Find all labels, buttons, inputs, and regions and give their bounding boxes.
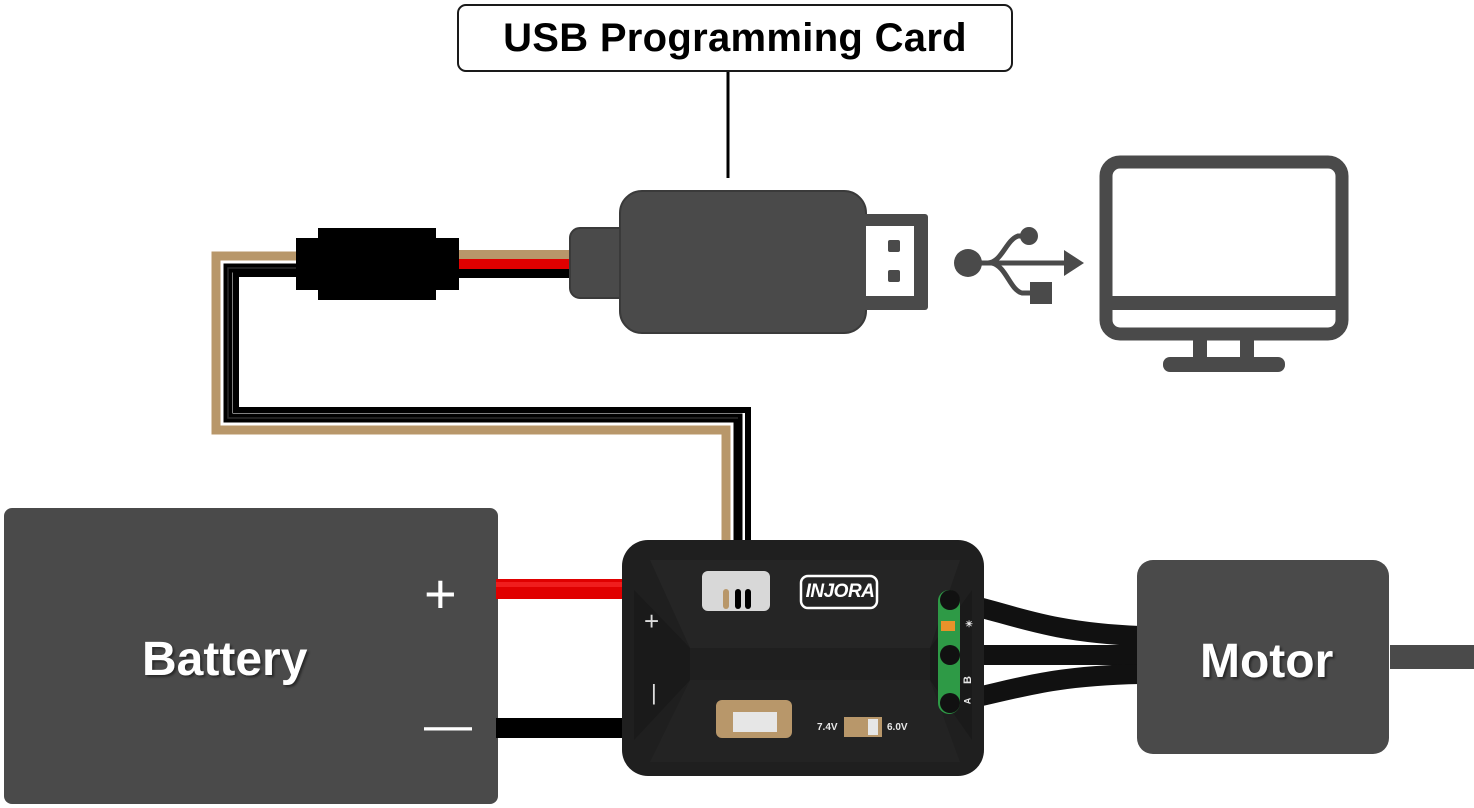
led-indicator — [941, 621, 955, 631]
esc-brand-logo: INJORA — [805, 581, 875, 602]
voltage-label-7v4: 7.4V — [817, 722, 838, 733]
wire-tan-segment — [455, 250, 575, 259]
motor-label: Motor — [1200, 635, 1334, 688]
battery-negative-symbol: — — [424, 699, 472, 752]
monitor-icon — [1099, 155, 1349, 372]
esc-body — [622, 540, 984, 776]
programming-cable — [211, 228, 751, 592]
title-box: USB Programming Card — [457, 4, 1013, 72]
motor-body — [1137, 560, 1389, 754]
motor-shaft — [1390, 645, 1474, 669]
battery-label: Battery — [142, 633, 308, 686]
motor-port-label-a: A — [962, 697, 973, 705]
esc-negative-symbol: | — [651, 680, 657, 705]
wire-black-segment — [455, 269, 575, 278]
motor-port-label-led: ☀ — [965, 619, 974, 629]
usb-icon — [954, 227, 1084, 304]
usb-stick-icon — [569, 190, 928, 334]
wire-black-2 — [233, 271, 751, 592]
brand-logo-frame — [799, 574, 879, 610]
wire-red-segment — [455, 259, 575, 269]
battery-positive-symbol: + — [424, 562, 457, 625]
voltage-label-6v0: 6.0V — [887, 722, 908, 733]
wire-tan — [211, 251, 731, 592]
inline-connector — [296, 228, 459, 300]
motor-port-label-b: B — [961, 676, 974, 684]
battery-body — [4, 508, 498, 804]
motor — [1137, 560, 1474, 754]
esc-positive-symbol: + — [644, 606, 660, 636]
battery — [4, 508, 498, 804]
title-label: USB Programming Card — [503, 15, 967, 60]
